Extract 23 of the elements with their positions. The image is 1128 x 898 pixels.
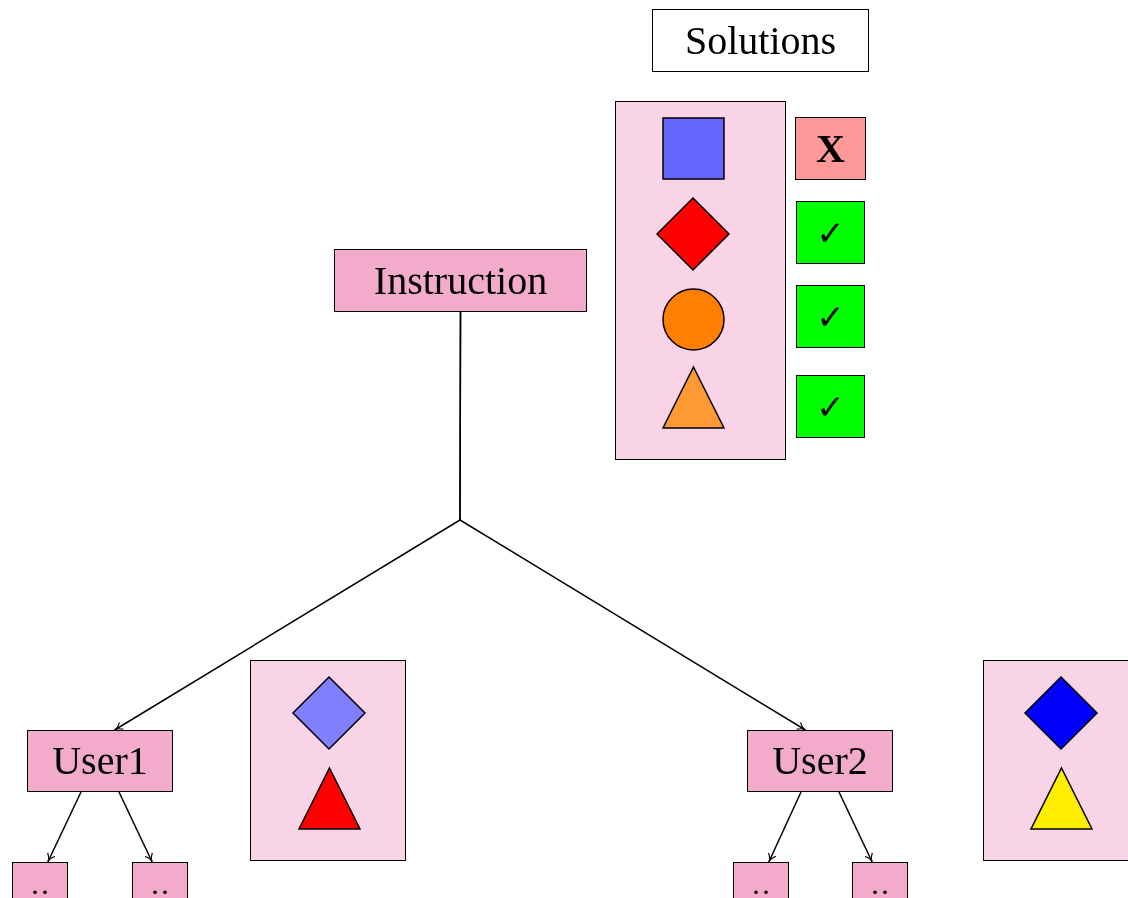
label-box: ✓ (796, 375, 865, 438)
diamond-shape (1025, 677, 1097, 749)
label-box: ✓ (796, 201, 865, 264)
label-box: X (795, 117, 866, 180)
diamond-shape (293, 677, 365, 749)
label-box: ·· (12, 862, 68, 898)
panel-box (615, 101, 786, 460)
triangle-shape (663, 367, 724, 428)
label-box: User1 (27, 730, 173, 792)
label-box: ·· (852, 862, 908, 898)
triangle-shape (299, 768, 360, 829)
triangle-shape (1031, 768, 1092, 829)
diamond-shape (657, 198, 729, 270)
label-box: Solutions (652, 9, 869, 72)
panel-box (983, 660, 1128, 861)
panel-box (250, 660, 406, 861)
label-box: ·· (132, 862, 188, 898)
square-shape (663, 118, 724, 179)
label-box: User2 (747, 730, 893, 792)
label-box: Instruction (334, 249, 587, 312)
label-box: ·· (733, 862, 789, 898)
label-box: ✓ (796, 285, 865, 348)
circle-shape (663, 289, 724, 350)
